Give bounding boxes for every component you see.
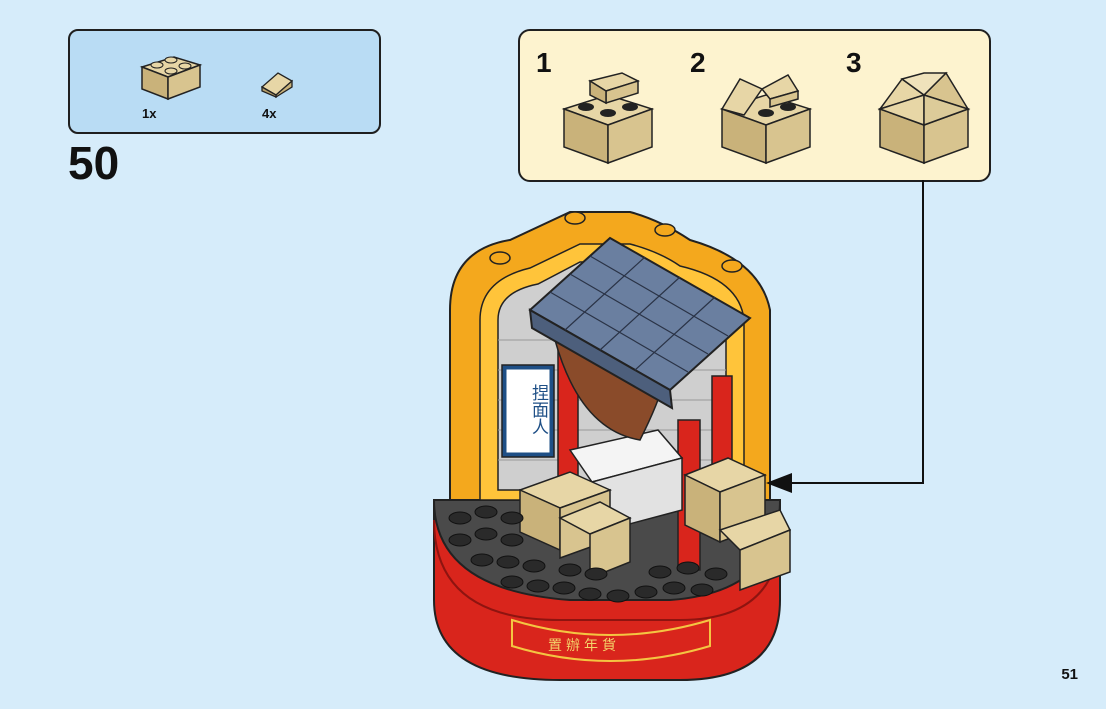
page-number: 51 bbox=[1061, 666, 1078, 683]
substep-label-2: 2 bbox=[690, 49, 706, 77]
sign-text: 捏面人 bbox=[528, 384, 549, 435]
substep-label-1: 1 bbox=[536, 49, 552, 77]
substep-figure-3 bbox=[876, 69, 976, 174]
part-quantity: 1x bbox=[142, 106, 156, 121]
part-slope-tile-tan bbox=[260, 69, 296, 99]
substep-label-3: 3 bbox=[846, 49, 862, 77]
step-number: 50 bbox=[68, 140, 119, 186]
banner-text: 置辦年貨 bbox=[548, 637, 620, 654]
part-brick-2x2-tan bbox=[138, 45, 204, 101]
parts-list-box: 1x 4x bbox=[68, 29, 381, 134]
substep-figure-2 bbox=[718, 69, 818, 174]
model-illustration: 捏面人 bbox=[420, 200, 800, 695]
substeps-box: 1 2 3 bbox=[518, 29, 991, 182]
substep-figure-1 bbox=[560, 69, 660, 174]
part-quantity: 4x bbox=[262, 106, 276, 121]
